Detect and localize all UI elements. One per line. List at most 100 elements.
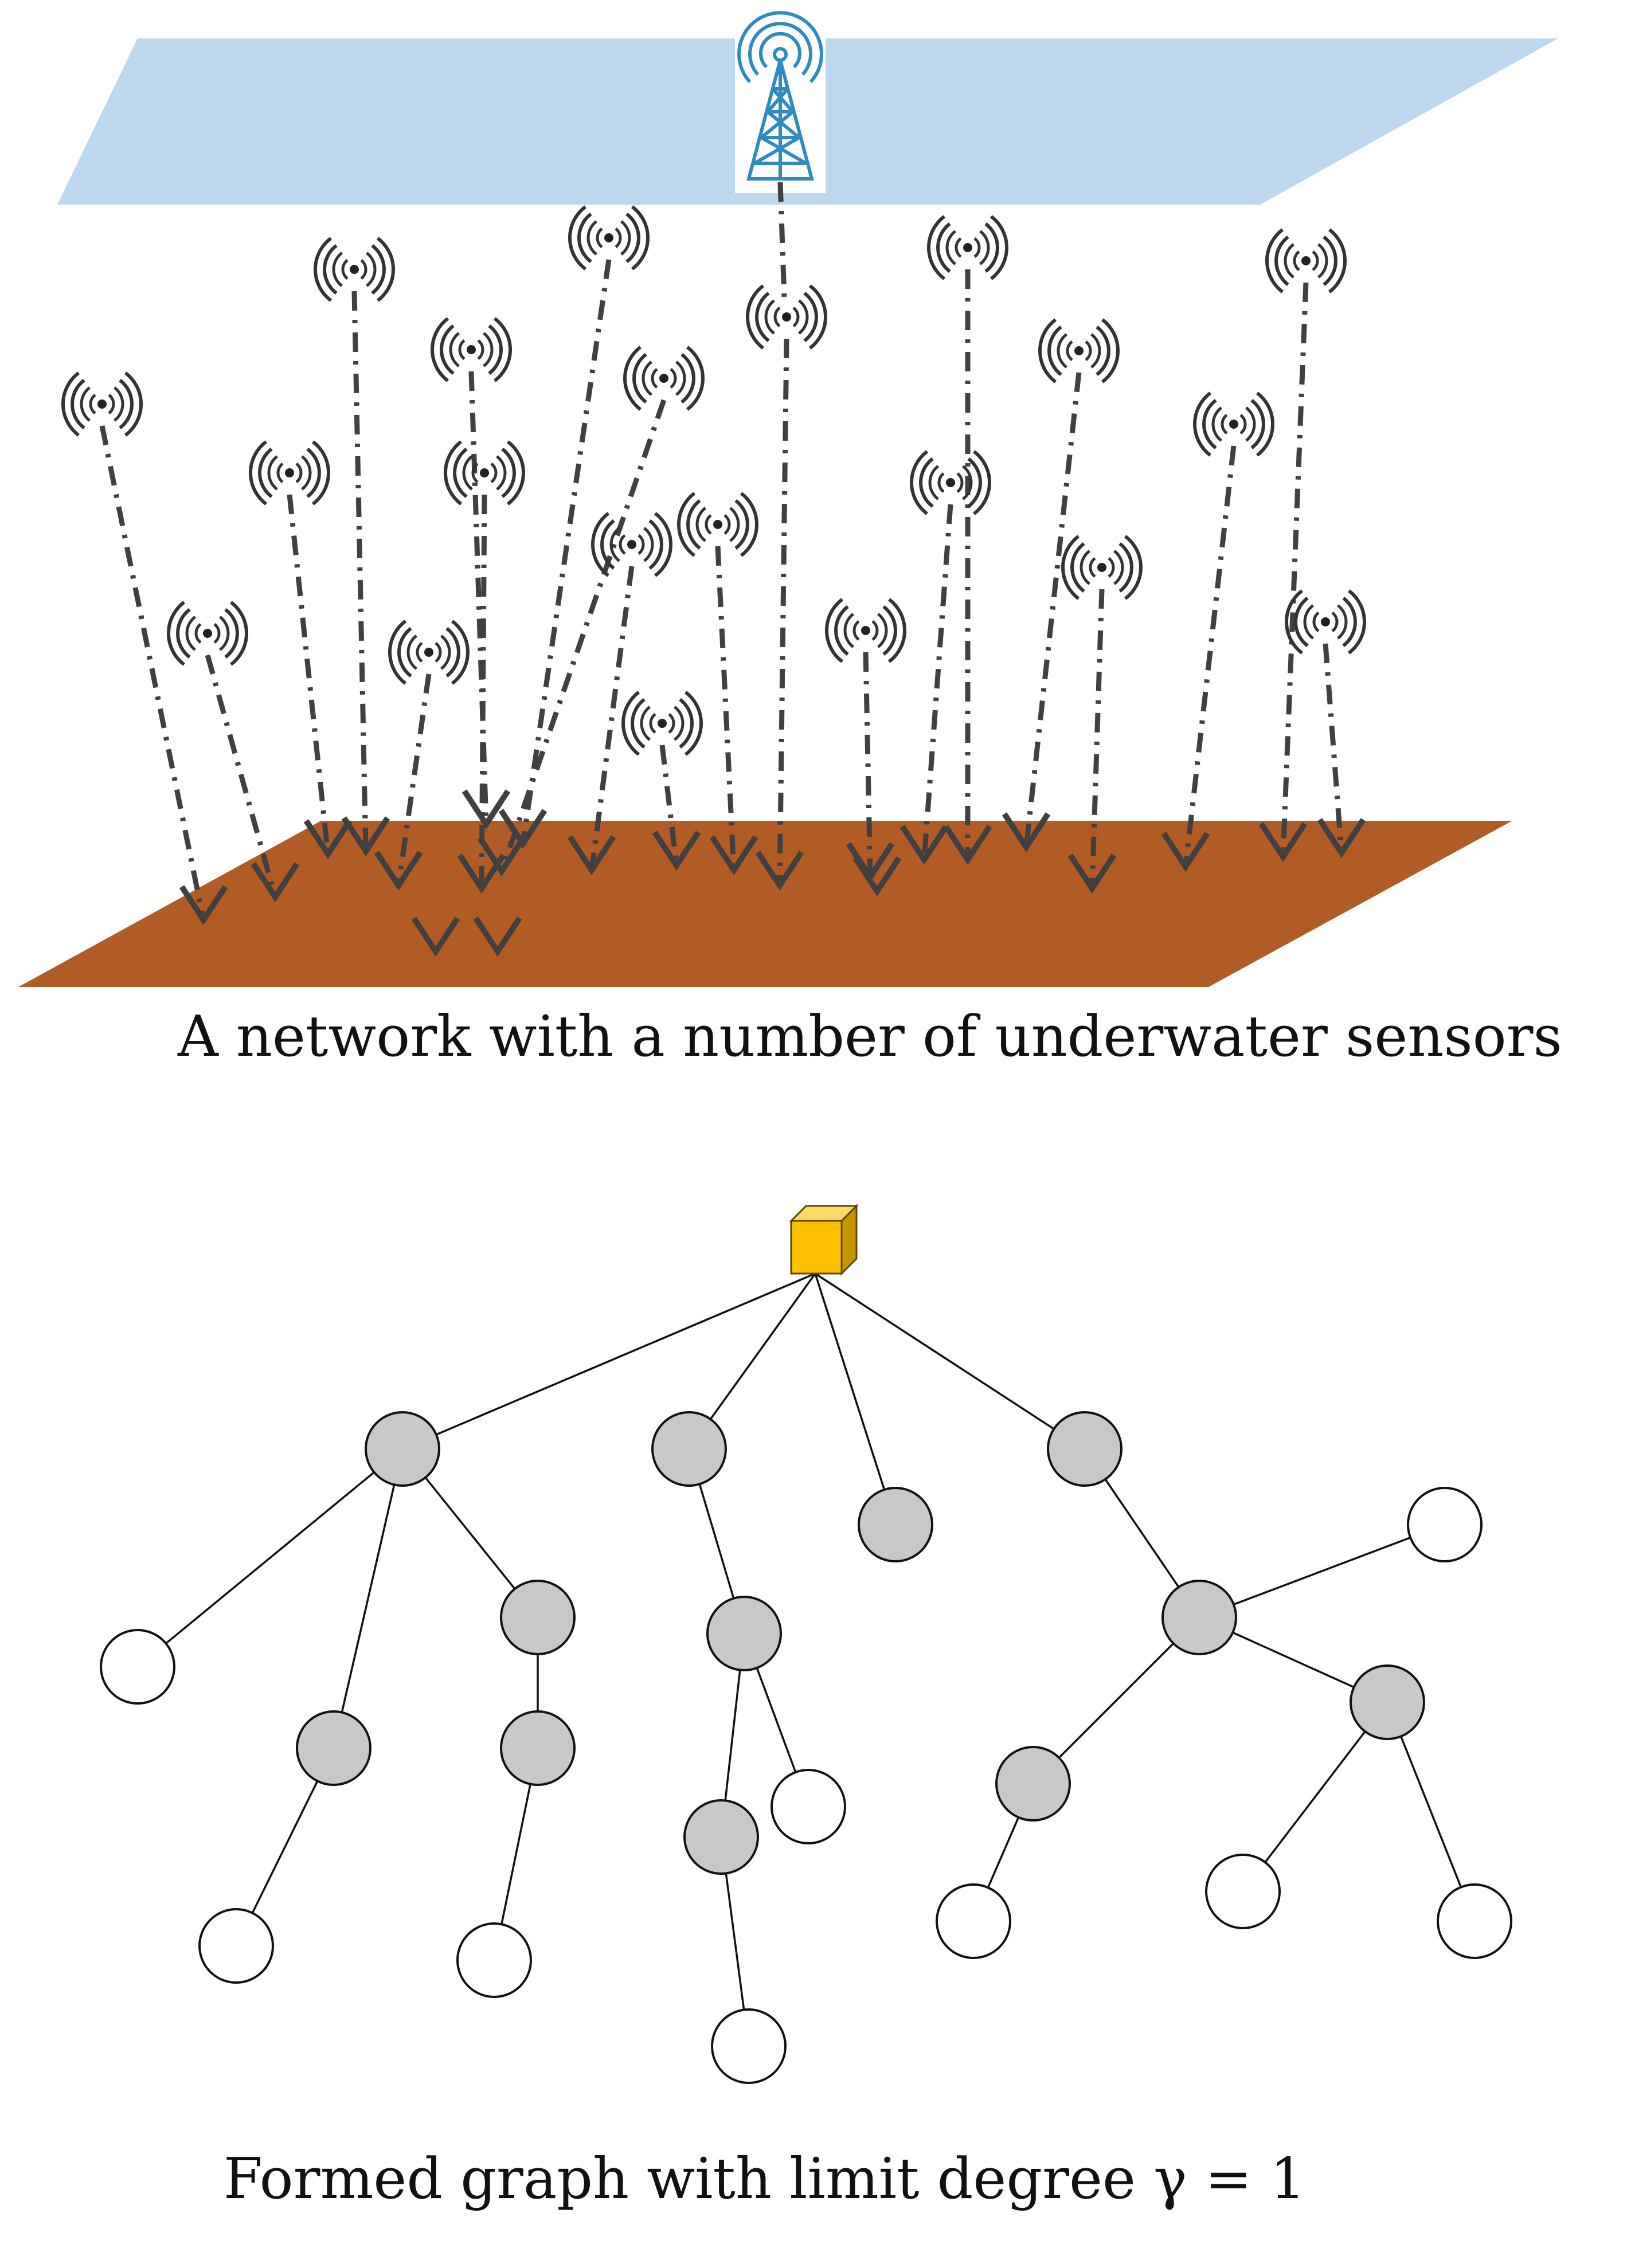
anchor-arrow-icon — [473, 916, 522, 957]
graph-edge — [1032, 1616, 1200, 1785]
network-caption: A network with a number of underwater se… — [178, 1004, 1562, 1070]
sensor-node — [1350, 1664, 1425, 1740]
wireless-sensor-icon — [167, 601, 248, 666]
anchor-arrow-icon — [755, 851, 804, 891]
anchor-link — [659, 745, 679, 866]
leaf-node — [771, 1769, 846, 1844]
anchor-arrow-icon — [251, 862, 300, 903]
anchor-link — [499, 399, 667, 872]
sensor-node — [683, 1799, 759, 1875]
sensor-node — [296, 1710, 371, 1786]
formed-graph-diagram — [100, 1204, 1512, 2084]
wireless-sensor-icon — [568, 205, 650, 271]
anchor-arrow-icon — [567, 835, 616, 876]
anchor-arrow-icon — [303, 819, 353, 860]
anchor-arrow-icon — [1258, 822, 1308, 863]
tower-sensor-link — [777, 182, 787, 299]
graph-nodes — [100, 1411, 1512, 2084]
anchor-link — [777, 338, 789, 886]
sensor-node — [995, 1746, 1071, 1822]
leaf-node — [198, 1908, 274, 1984]
anchor-link — [1280, 282, 1309, 857]
anchor-arrow-icon — [652, 831, 701, 871]
wireless-sensor-icon — [825, 598, 906, 663]
anchor-link — [479, 494, 487, 889]
graph-caption: Formed graph with limit degree γ = 1 — [224, 2146, 1306, 2212]
seabed-plane — [18, 821, 1512, 987]
sensor-node — [651, 1411, 727, 1487]
anchor-arrow-icon — [341, 816, 390, 857]
wireless-sensor-icon — [591, 512, 672, 577]
wireless-sensor-icon — [927, 215, 1008, 280]
wireless-sensor-icon — [1061, 535, 1143, 600]
leaf-node — [936, 1883, 1011, 1959]
leaf-node — [1205, 1854, 1281, 1929]
wireless-sensor-icon — [746, 284, 827, 350]
anchor-link — [287, 494, 331, 855]
anchor-link — [863, 652, 873, 878]
anchor-link — [921, 504, 953, 860]
leaf-node — [711, 2008, 787, 2084]
anchor-link — [351, 291, 369, 852]
sensor-node — [706, 1596, 782, 1671]
anchor-arrow-icon — [852, 856, 902, 897]
radio-tower-icon — [735, 11, 826, 193]
graph-edge — [402, 1272, 816, 1450]
wireless-sensor-icon — [388, 620, 470, 685]
wireless-sensor-icon — [621, 691, 703, 756]
anchor-arrow-icon — [179, 885, 228, 926]
anchor-links — [99, 259, 1366, 957]
anchor-arrow-icon — [1161, 832, 1210, 872]
wireless-sensor-icon — [1193, 391, 1274, 457]
wireless-sensor-icon — [61, 371, 143, 437]
leaf-node — [1437, 1883, 1512, 1959]
anchor-arrow-icon — [1317, 818, 1366, 859]
wireless-sensor-icon — [623, 346, 705, 411]
anchor-arrow-icon — [411, 916, 460, 957]
sensor-node — [1161, 1580, 1237, 1655]
anchor-arrow-icon — [457, 853, 506, 894]
wireless-sensor-icon — [444, 440, 525, 506]
wireless-sensor-icon — [1038, 318, 1120, 383]
anchor-link — [1183, 445, 1237, 867]
graph-edge — [1386, 1702, 1476, 1922]
graph-edge — [1242, 1701, 1389, 1893]
graph-edge — [333, 1448, 404, 1749]
anchor-link — [1089, 589, 1105, 889]
graph-edge — [814, 1273, 897, 1525]
leaf-node — [456, 1922, 532, 1998]
leaf-node — [100, 1629, 175, 1705]
graph-edge — [136, 1448, 404, 1668]
anchor-link — [205, 654, 278, 898]
wireless-sensor-icon — [431, 317, 512, 382]
anchor-link — [1323, 643, 1344, 853]
sensor-node — [500, 1710, 576, 1786]
anchor-arrow-icon — [1002, 812, 1051, 853]
sensor-node — [1047, 1411, 1123, 1487]
sensor-nodes — [61, 205, 1366, 756]
anchor-arrow-icon — [943, 825, 992, 865]
anchor-link — [520, 259, 612, 844]
wireless-sensor-icon — [314, 237, 395, 302]
anchor-link — [396, 673, 432, 886]
anchor-link — [589, 566, 635, 871]
anchor-arrow-icon — [461, 789, 511, 830]
graph-edge — [815, 1272, 1085, 1450]
wireless-sensor-icon — [1265, 228, 1347, 293]
wireless-sensor-icon — [910, 450, 991, 515]
anchor-arrow-icon — [374, 851, 423, 891]
sensor-node — [858, 1487, 933, 1562]
tower-link — [777, 182, 787, 299]
anchor-arrow-icon — [899, 825, 949, 865]
underwater-network-diagram — [18, 11, 1558, 987]
wireless-sensor-icon — [677, 492, 758, 557]
anchor-link — [99, 425, 206, 920]
leaf-node — [1407, 1487, 1483, 1562]
anchor-link — [715, 546, 737, 871]
graph-edges — [136, 1272, 1476, 2047]
anchor-arrow-icon — [709, 835, 758, 876]
anchor-arrow-icon — [477, 836, 526, 877]
wireless-sensor-icon — [1285, 589, 1366, 655]
graph-edge — [1199, 1523, 1445, 1619]
anchor-arrow-icon — [1067, 853, 1117, 894]
